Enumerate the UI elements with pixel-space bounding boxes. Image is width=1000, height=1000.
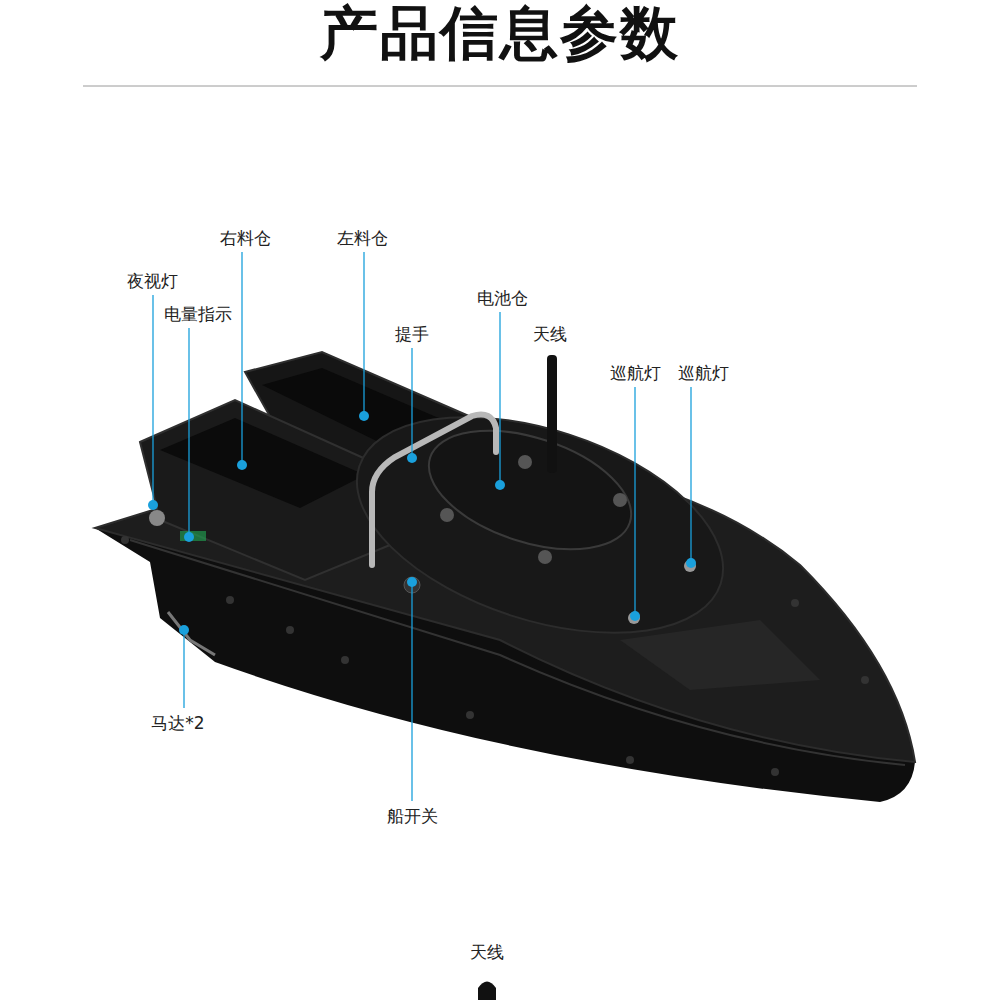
part-label: 马达*2 (151, 713, 204, 733)
antenna (547, 355, 557, 473)
part-label: 巡航灯 (610, 363, 661, 383)
night-light (149, 510, 165, 526)
handle (372, 415, 496, 566)
part-label: 天线 (470, 942, 504, 962)
bin (140, 400, 390, 580)
leader-dots (148, 411, 696, 635)
part-label: 右料仓 (220, 228, 271, 248)
battery-dome (330, 376, 750, 674)
screw (440, 508, 454, 522)
divider-line (83, 86, 917, 87)
motor (168, 612, 215, 655)
cruise-light (628, 612, 640, 624)
page-title: 产品信息参数 (320, 0, 680, 73)
screw (518, 455, 532, 469)
rim-screws (121, 536, 869, 776)
part-label: 巡航灯 (678, 363, 729, 383)
antenna-tip (478, 982, 496, 1000)
battery-indicator (180, 531, 206, 541)
part-label: 夜视灯 (127, 271, 178, 291)
part-label: 电量指示 (164, 304, 232, 324)
screw (613, 493, 627, 507)
part-label: 电池仓 (477, 288, 528, 308)
screw (538, 550, 552, 564)
part-label: 提手 (395, 324, 429, 344)
part-label: 天线 (533, 324, 567, 344)
battery-lid (414, 408, 646, 572)
leader-lines (153, 252, 691, 801)
bin-inner (160, 418, 365, 508)
part-label: 船开关 (387, 806, 438, 826)
part-label: 左料仓 (337, 228, 388, 248)
